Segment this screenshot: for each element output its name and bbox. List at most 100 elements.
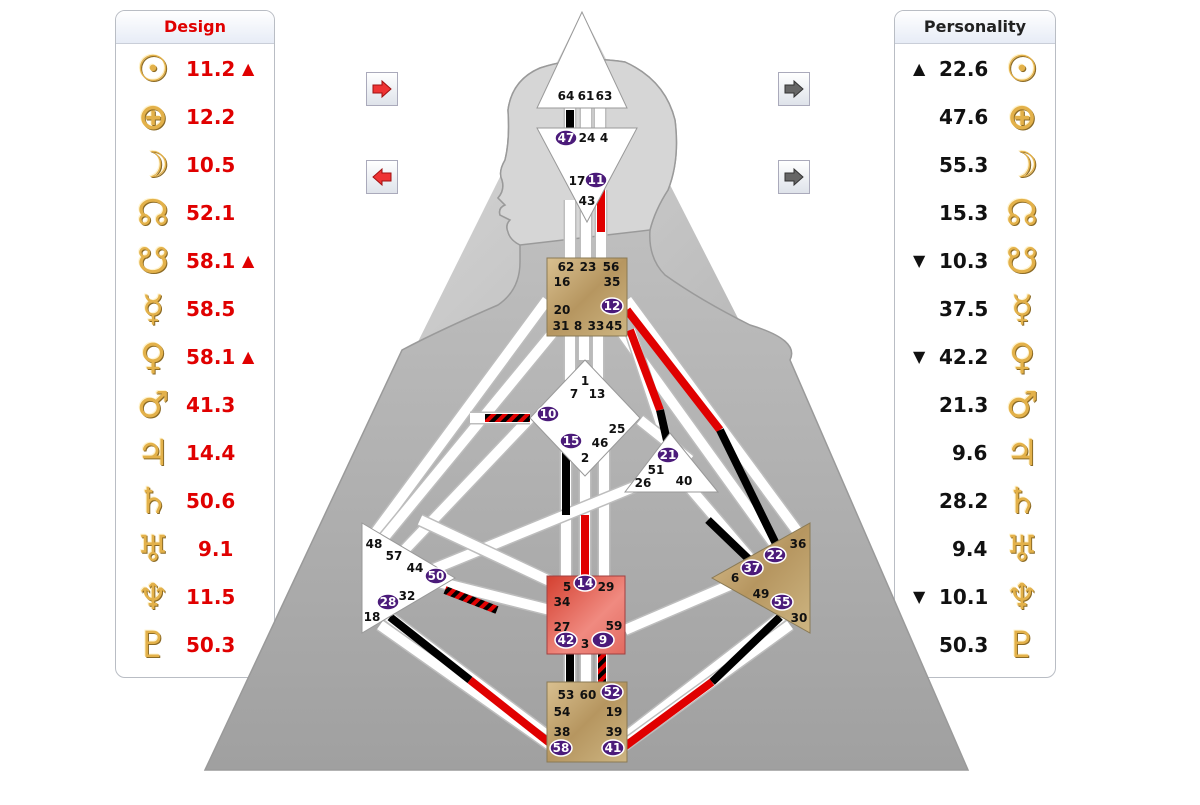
- gate-57: 57: [386, 549, 403, 563]
- personality-next-button[interactable]: [778, 72, 810, 106]
- personality-value: 55.3: [939, 153, 989, 177]
- gate-7: 7: [570, 387, 578, 401]
- gate-35: 35: [604, 275, 621, 289]
- channel-45-21-outline: [623, 327, 675, 448]
- design-value: 50.3: [186, 633, 236, 657]
- design-value: 9.1: [198, 537, 234, 561]
- design-value: 12.2: [186, 105, 236, 129]
- fixing-mark: ▼: [913, 251, 926, 270]
- active-gate-marker: [740, 559, 764, 577]
- fixing-mark: ▲: [242, 251, 255, 270]
- channel-40-37-outline: [685, 483, 765, 575]
- personality-value: 47.6: [939, 105, 989, 129]
- design-value: 58.1: [186, 249, 236, 273]
- neptune-icon: ♆: [136, 576, 170, 618]
- design-value: 41.3: [186, 393, 236, 417]
- gate-47: 47: [558, 131, 575, 145]
- fill-22: [716, 428, 784, 554]
- spleen-center: [361, 522, 456, 634]
- active-gate-marker: [554, 129, 578, 147]
- channel-16-48: [374, 326, 559, 549]
- design-row: ☊52.1: [116, 189, 274, 237]
- gate-37: 37: [744, 561, 761, 575]
- active-gate-marker: [656, 446, 680, 464]
- design-row: ☿58.5: [116, 285, 274, 333]
- gate-20: 20: [554, 303, 571, 317]
- fixing-mark: ▼: [913, 587, 926, 606]
- active-gate-marker: [763, 546, 787, 564]
- channel-45-21: [625, 328, 673, 447]
- personality-next2-button[interactable]: [778, 160, 810, 194]
- channel-59-6: [623, 580, 732, 635]
- gate-19: 19: [606, 705, 623, 719]
- fixing-mark: ▲: [913, 59, 926, 78]
- design-value: 11.5: [186, 585, 236, 609]
- design-row: ♄50.6: [116, 477, 274, 525]
- gate-6: 6: [731, 571, 739, 585]
- gate-56: 56: [603, 260, 620, 274]
- fixing-mark: ▼: [913, 347, 926, 366]
- personality-value: 21.3: [939, 393, 989, 417]
- gate-62: 62: [558, 260, 575, 274]
- solar-plexus-center: [710, 522, 811, 634]
- gate-44: 44: [407, 561, 424, 575]
- gate-24: 24: [579, 131, 596, 145]
- personality-value: 37.5: [939, 297, 989, 321]
- gate-4: 4: [600, 131, 608, 145]
- gate-11: 11: [588, 173, 605, 187]
- channel-16-48-outline: [372, 325, 561, 550]
- design-next-button[interactable]: [366, 72, 398, 106]
- arrow-right-icon: [372, 79, 392, 99]
- pluto-icon: ♇: [1005, 624, 1039, 666]
- gate-32: 32: [399, 589, 416, 603]
- personality-row: ♆10.1▼: [895, 573, 1055, 621]
- personality-row: ☉22.6▲: [895, 45, 1055, 93]
- personality-row: ☋10.3▼: [895, 237, 1055, 285]
- gate-39: 39: [606, 725, 623, 739]
- gate-26: 26: [635, 476, 652, 490]
- design-value: 11.2: [186, 57, 236, 81]
- channel-57-20b: [417, 515, 593, 605]
- active-gate-marker: [591, 631, 615, 649]
- fixing-mark: ▲: [242, 59, 255, 78]
- channel-10-57-outline: [390, 413, 535, 565]
- venus-icon: ♀: [139, 336, 167, 378]
- channel-20-57-outline: [364, 296, 553, 544]
- mercury-icon: ☿: [141, 288, 165, 330]
- design-prev-button[interactable]: [366, 160, 398, 194]
- gate-55: 55: [774, 595, 791, 609]
- gate-9: 9: [599, 633, 607, 647]
- active-gate-marker: [600, 297, 624, 315]
- channel-50-27: [428, 575, 552, 615]
- channel-55-39: [612, 620, 793, 757]
- gate-27: 27: [554, 620, 571, 634]
- south-node-icon: ☋: [137, 240, 169, 282]
- personality-value: 28.2: [939, 489, 989, 513]
- ajna-center: [536, 127, 638, 224]
- fill-12: [623, 307, 724, 433]
- personality-row: ♃9.6: [895, 429, 1055, 477]
- gate-10: 10: [540, 407, 557, 421]
- personality-value: 15.3: [939, 201, 989, 225]
- design-value: 14.4: [186, 441, 236, 465]
- active-gate-marker: [559, 432, 583, 450]
- personality-value: 50.3: [939, 633, 989, 657]
- head-center: [536, 10, 628, 109]
- channel-25-51-outline: [635, 414, 695, 466]
- channel-57-20b-outline: [417, 514, 593, 606]
- gate-45: 45: [606, 319, 623, 333]
- personality-panel-title: Personality: [895, 11, 1055, 44]
- personality-value: 10.1: [939, 585, 989, 609]
- gate-63: 63: [596, 89, 613, 103]
- earth-icon: ⊕: [1006, 96, 1038, 138]
- channel-26-44-outline: [367, 475, 649, 602]
- gate-51: 51: [648, 463, 665, 477]
- gate-1: 1: [581, 374, 589, 388]
- channel-20-57: [365, 297, 552, 543]
- channel-40-37: [686, 484, 764, 574]
- channels: [364, 108, 806, 758]
- design-row: ♅9.1: [116, 525, 274, 573]
- personality-value: 42.2: [939, 345, 989, 369]
- personality-row: ♄28.2: [895, 477, 1055, 525]
